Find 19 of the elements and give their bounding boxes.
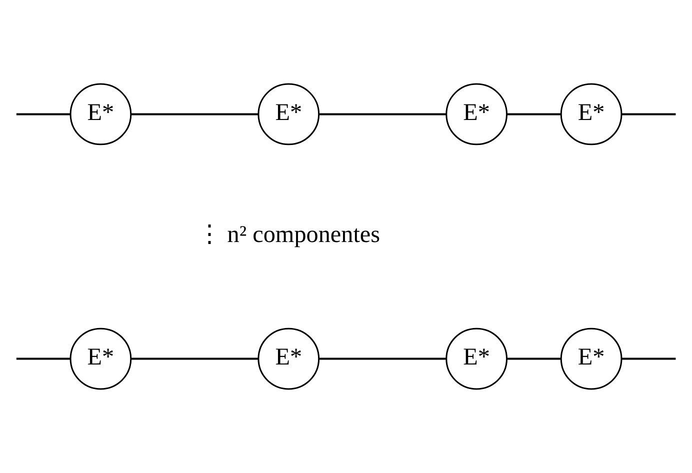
connector	[131, 113, 258, 116]
node-circle: E*	[560, 83, 622, 146]
label: ⋮ n² componentes	[197, 221, 380, 248]
node-circle: E*	[446, 83, 508, 146]
connector	[506, 358, 561, 360]
node-circle: E*	[70, 83, 132, 146]
connector	[16, 113, 70, 116]
connector	[319, 113, 446, 116]
node-circle: E*	[70, 328, 132, 390]
node-circle: E*	[258, 83, 320, 146]
connector	[622, 113, 676, 116]
connector	[16, 358, 70, 360]
connector	[622, 358, 676, 360]
connector	[131, 358, 258, 360]
node-circle: E*	[258, 328, 320, 390]
node-circle: E*	[560, 328, 622, 390]
node-circle: E*	[446, 328, 508, 390]
connector	[319, 358, 446, 360]
connector	[506, 113, 561, 116]
